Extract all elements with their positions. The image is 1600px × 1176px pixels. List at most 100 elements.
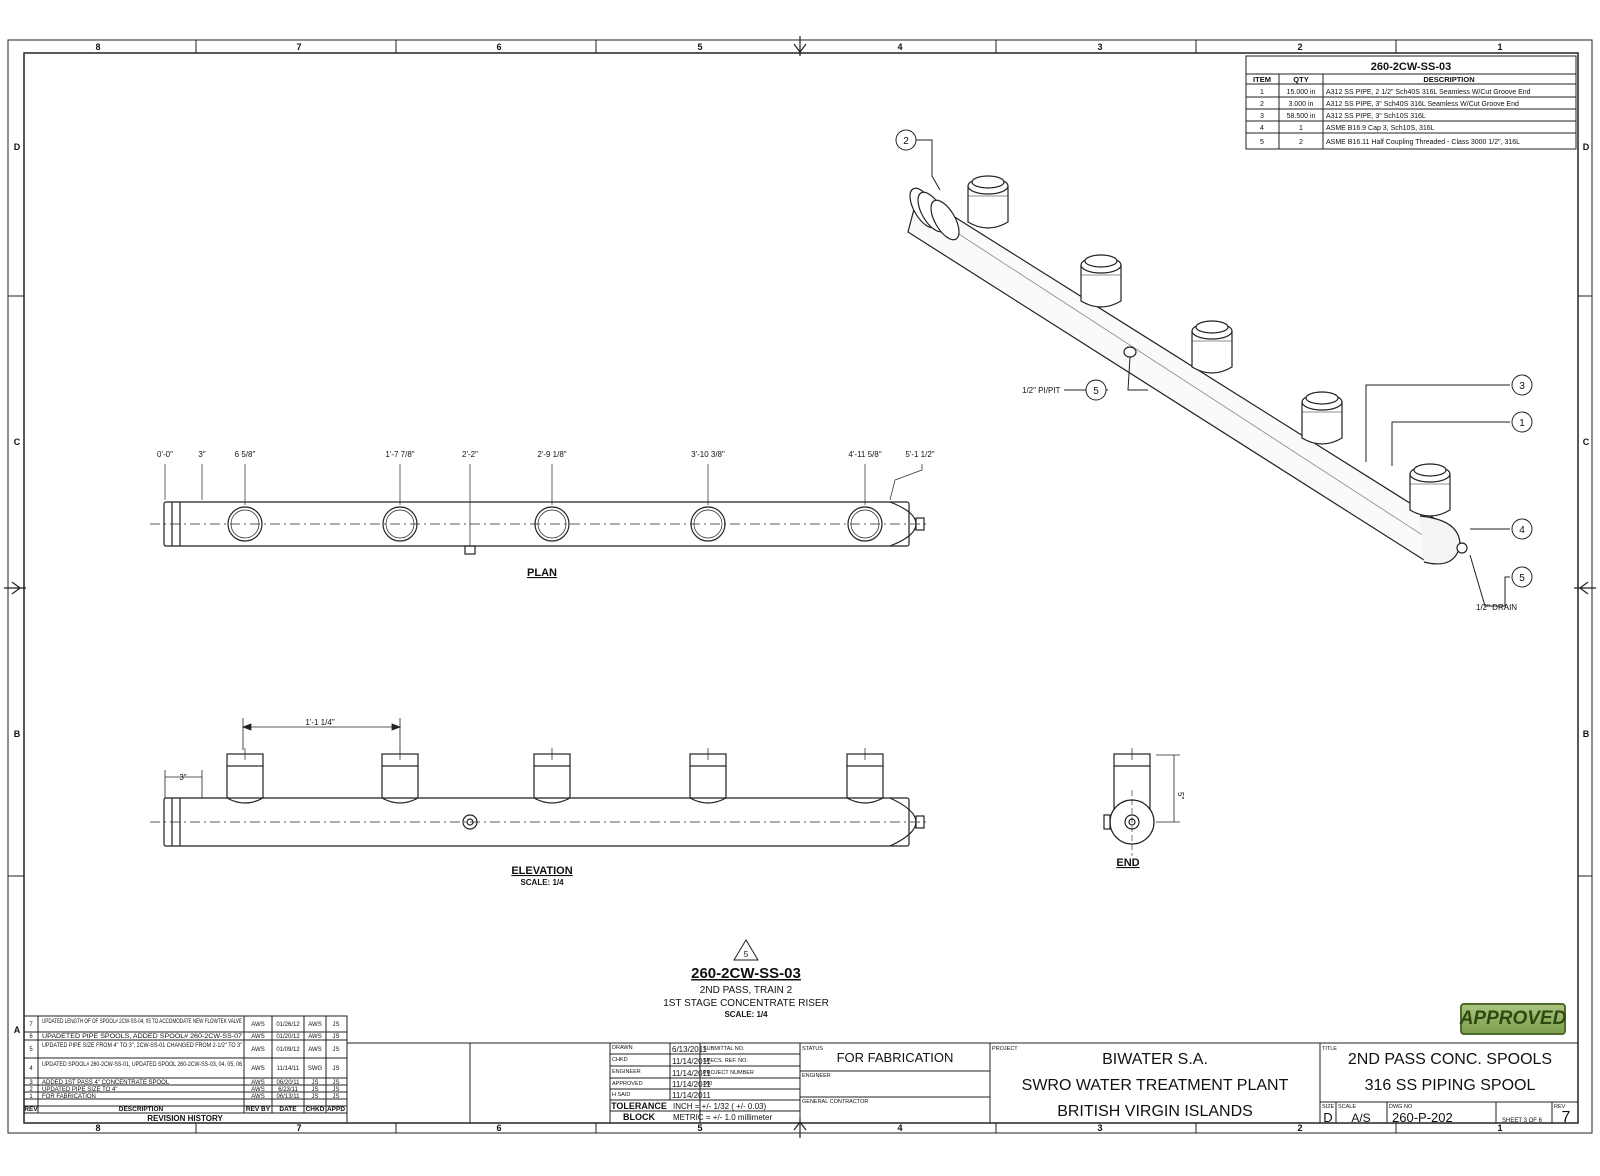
bom-cell: 3 <box>1260 113 1264 120</box>
bom-header: ITEM <box>1253 75 1271 84</box>
elevation-label: ELEVATION <box>511 865 572 877</box>
date-label: DRAWN <box>612 1045 633 1051</box>
end-label: END <box>1116 857 1139 869</box>
bom-cell: 58.500 in <box>1287 113 1316 120</box>
rev-cell: JS <box>311 1080 318 1086</box>
spool-title: 260-2CW-SS-03 <box>691 965 801 982</box>
rev-cell: AWS <box>251 1066 264 1072</box>
date-label: CHKD <box>612 1057 628 1063</box>
size-label: SIZE <box>1322 1104 1335 1110</box>
bom-cell: A312 SS PIPE, 2 1/2" Sch40S 316L Seamles… <box>1326 89 1531 96</box>
rev-cell: AWS <box>251 1094 264 1100</box>
rev-triangle-number: 5 <box>744 950 749 959</box>
balloon-label: 5 <box>1519 573 1525 584</box>
date-value: 11/14/2011 <box>672 1057 711 1066</box>
rev-triangle <box>733 939 759 961</box>
rev-cell: JS <box>332 1022 339 1028</box>
balloon-label: 4 <box>1519 525 1525 536</box>
col-label: 5 <box>697 42 702 52</box>
plan-view <box>150 464 930 555</box>
col-label: 6 <box>496 42 501 52</box>
bom-cell: 1 <box>1260 89 1264 96</box>
col-label: 3 <box>1097 42 1102 52</box>
bom-cell: ASME B16.9 Cap 3, Sch10S, 316L <box>1326 125 1435 132</box>
title-label: TITLE <box>1322 1046 1337 1052</box>
rev-cell: UPDATED LENGTH OF OF SPOOL# 2CW-SS-04, 0… <box>42 1019 242 1025</box>
rev-cell: 2 <box>29 1087 33 1093</box>
col-label: 2 <box>1297 1123 1302 1133</box>
project-line: BRITISH VIRGIN ISLANDS <box>1057 1103 1253 1120</box>
iso-branch <box>1301 391 1343 445</box>
elev-branch <box>533 748 571 804</box>
plan-dim: 6 5/8" <box>235 450 256 459</box>
title-line: 316 SS PIPING SPOOL <box>1365 1077 1536 1094</box>
col-label: 2 <box>1297 42 1302 52</box>
plan-label: PLAN <box>527 567 557 579</box>
elevation-dim-start: 3" <box>179 773 186 782</box>
tol-inch: INCH = +/- 1/32 ( +/- 0.03) <box>673 1102 766 1111</box>
rev-cell: 6/23/11 <box>278 1087 298 1093</box>
rev-cell: JS <box>332 1034 339 1040</box>
date-label: ENGINEER <box>612 1069 641 1075</box>
tolerance-label: TOLERANCE <box>611 1101 667 1111</box>
bom-header: DESCRIPTION <box>1423 75 1474 84</box>
rev-header: DATE <box>279 1106 297 1113</box>
balloon-label: 1 <box>1519 418 1525 429</box>
balloon-label: 5 <box>1093 386 1099 397</box>
rev-cell: 06/13/11 <box>277 1094 301 1100</box>
end-view <box>1103 748 1180 856</box>
row-label: B <box>1583 729 1590 739</box>
ref-label: SPECS. REF. NO. <box>703 1058 748 1064</box>
row-label: C <box>14 437 21 447</box>
col-label: 8 <box>95 42 100 52</box>
elev-branch <box>846 748 884 804</box>
elevation-scale: SCALE: 1/4 <box>520 878 564 887</box>
plan-dim: 3" <box>198 450 205 459</box>
rev-cell: JS <box>332 1080 339 1086</box>
bom-cell: 2 <box>1260 101 1264 108</box>
bom-cell: A312 SS PIPE, 3" Sch40S 316L Seamless W/… <box>1326 101 1519 108</box>
inner-border <box>23 52 1579 1124</box>
bom-cell: 15.000 in <box>1287 89 1316 96</box>
row-label: D <box>14 142 21 152</box>
bom-cell: ASME B16.11 Half Coupling Threaded - Cla… <box>1326 139 1520 146</box>
spool-line2: 1ST STAGE CONCENTRATE RISER <box>663 998 829 1009</box>
rev-cell: FOR FABRICATION <box>42 1094 96 1100</box>
plan-dim: 4'-11 5/8" <box>848 450 881 459</box>
rev-cell: JS <box>311 1094 318 1100</box>
rev-cell: UPDATED PIPE SIZE FROM 4" TO 3", 2CW-SS-… <box>42 1043 242 1049</box>
rev-header: DESCRIPTION <box>119 1106 164 1113</box>
dwg-number: 260-P-202 <box>1392 1110 1453 1125</box>
rev-header: CHKD <box>306 1106 325 1113</box>
elev-branch <box>226 748 264 804</box>
rev-cell: 7 <box>29 1022 33 1028</box>
rev-cell: JS <box>332 1087 339 1093</box>
col-label: 6 <box>496 1123 501 1133</box>
approved-stamp: APPROVED <box>1460 1003 1566 1035</box>
bom-cell: 5 <box>1260 139 1264 146</box>
rev-cell: AWS <box>251 1087 264 1093</box>
rev-cell: 6 <box>29 1034 33 1040</box>
elevation-dim-spacing: 1'-1 1/4" <box>305 718 334 727</box>
date-value: 11/14/2011 <box>672 1069 711 1078</box>
rev-header: APPD <box>327 1106 345 1113</box>
bom-table <box>1245 55 1577 150</box>
bom-title: 260-2CW-SS-03 <box>1371 61 1451 73</box>
date-label: APPROVED <box>612 1081 643 1087</box>
rev-cell: UPADETED PIPE SPOOLS, ADDED SPOOL# 260-2… <box>42 1034 243 1040</box>
plan-dim: 5'-1 1/2" <box>905 450 934 459</box>
rev-cell: JS <box>332 1066 339 1072</box>
ref-label: PROJECT NUMBER <box>703 1070 754 1076</box>
project-line: SWRO WATER TREATMENT PLANT <box>1022 1077 1289 1094</box>
plan-dim: 0'-0" <box>157 450 173 459</box>
row-label: C <box>1583 437 1590 447</box>
revision-table <box>23 1015 348 1124</box>
col-label: 1 <box>1497 1123 1502 1133</box>
end-dim: 5" <box>1176 792 1185 799</box>
rev-cell: 01/26/12 <box>276 1022 300 1028</box>
pi-pit-label: 1/2" PI/PIT <box>1022 386 1061 395</box>
date-value: 11/14/2011 <box>672 1091 711 1100</box>
rev-cell: AWS <box>251 1034 264 1040</box>
ref-label: 260 <box>703 1081 712 1087</box>
